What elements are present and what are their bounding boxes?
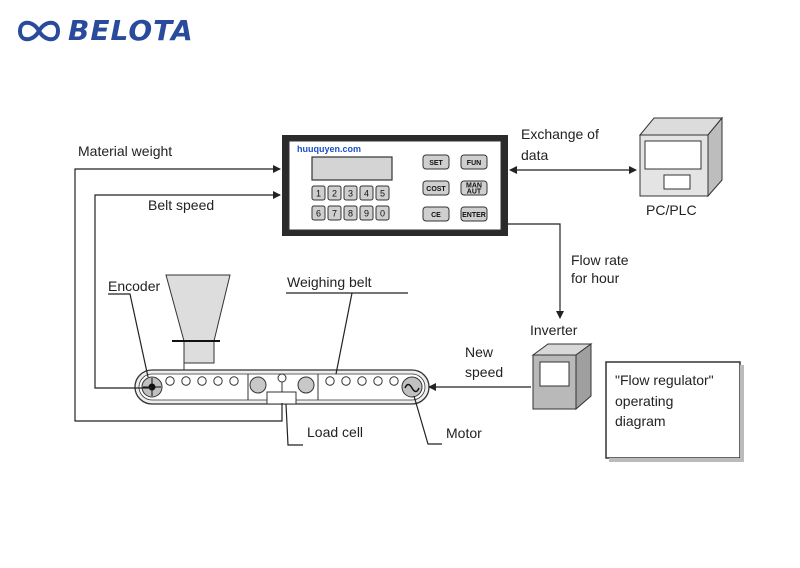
belt-roller: [197, 376, 207, 386]
label-pc-plc: PC/PLC: [646, 202, 697, 218]
label-flow-rate-1: Flow rate: [571, 252, 629, 268]
label-encoder: Encoder: [108, 278, 160, 294]
svg-text:6: 6: [316, 209, 321, 219]
label-belt-speed: Belt speed: [148, 197, 214, 213]
belt-roller: [325, 376, 335, 386]
label-new-speed-2: speed: [465, 364, 503, 380]
label-weighing-belt: Weighing belt: [287, 274, 372, 290]
regulator-note-box: [605, 361, 741, 459]
svg-text:SET: SET: [429, 160, 443, 167]
svg-text:AUT: AUT: [467, 189, 482, 196]
label-load-cell: Load cell: [307, 424, 363, 440]
digit-key-4[interactable]: 4: [359, 185, 374, 201]
svg-text:MAN: MAN: [466, 183, 482, 190]
svg-text:CE: CE: [431, 212, 441, 219]
brand-logo: BELOTA: [16, 14, 194, 47]
infinity-icon: [17, 20, 61, 41]
svg-text:3: 3: [348, 189, 353, 199]
belt-roller: [389, 376, 399, 386]
belt-roller: [373, 376, 383, 386]
svg-text:1: 1: [316, 189, 321, 199]
function-key-enter[interactable]: ENTER: [460, 206, 488, 222]
belt-roller: [181, 376, 191, 386]
digit-key-6[interactable]: 6: [311, 205, 326, 221]
digit-keypad: 1 2 3 4 5 6 7 8 9 0: [311, 185, 390, 221]
label-motor: Motor: [446, 425, 482, 441]
svg-text:ENTER: ENTER: [462, 212, 486, 219]
label-regulator-3: diagram: [615, 413, 666, 429]
controller-display: [311, 156, 393, 181]
svg-text:9: 9: [364, 209, 369, 219]
belt-roller: [213, 376, 223, 386]
label-exchange-1: Exchange of: [521, 126, 599, 142]
digit-key-9[interactable]: 9: [359, 205, 374, 221]
svg-text:FUN: FUN: [467, 160, 481, 167]
pc-plc-computer: [638, 116, 724, 198]
label-exchange-2: data: [521, 147, 548, 163]
svg-text:0: 0: [380, 209, 385, 219]
belt-roller: [341, 376, 351, 386]
svg-text:COST: COST: [426, 186, 446, 193]
svg-text:7: 7: [332, 209, 337, 219]
diagram-labels: Material weight Belt speed Exchange of d…: [78, 126, 714, 441]
label-inverter: Inverter: [530, 322, 578, 338]
digit-key-1[interactable]: 1: [311, 185, 326, 201]
digit-key-2[interactable]: 2: [327, 185, 342, 201]
function-key-set[interactable]: SET: [422, 154, 450, 170]
weighing-conveyor: [134, 369, 430, 405]
svg-text:2: 2: [332, 189, 337, 199]
digit-key-0[interactable]: 0: [375, 205, 390, 221]
digit-key-5[interactable]: 5: [375, 185, 390, 201]
digit-key-7[interactable]: 7: [327, 205, 342, 221]
belt-roller: [357, 376, 367, 386]
svg-text:8: 8: [348, 209, 353, 219]
label-regulator-1: "Flow regulator": [615, 372, 714, 388]
brand-name: BELOTA: [68, 14, 194, 47]
label-material-weight: Material weight: [78, 143, 172, 159]
digit-key-8[interactable]: 8: [343, 205, 358, 221]
controller-site-text: huuquyen.com: [297, 144, 361, 154]
label-new-speed-1: New: [465, 344, 494, 360]
function-key-cost[interactable]: COST: [422, 180, 450, 196]
function-key-ce[interactable]: CE: [422, 206, 450, 222]
digit-key-3[interactable]: 3: [343, 185, 358, 201]
weighing-controller: huuquyen.com 1 2 3 4 5 6 7 8 9 0 SET FUN COST MANAUT…: [282, 135, 508, 236]
svg-text:5: 5: [380, 189, 385, 199]
feed-hopper: [165, 274, 231, 371]
belt-roller: [165, 376, 175, 386]
label-regulator-2: operating: [615, 393, 673, 409]
belt-roller: [229, 376, 239, 386]
load-cell: [266, 391, 297, 405]
label-flow-rate-2: for hour: [571, 270, 620, 286]
inverter-unit: [531, 343, 593, 411]
function-key-fun[interactable]: FUN: [460, 154, 488, 170]
svg-text:4: 4: [364, 189, 369, 199]
